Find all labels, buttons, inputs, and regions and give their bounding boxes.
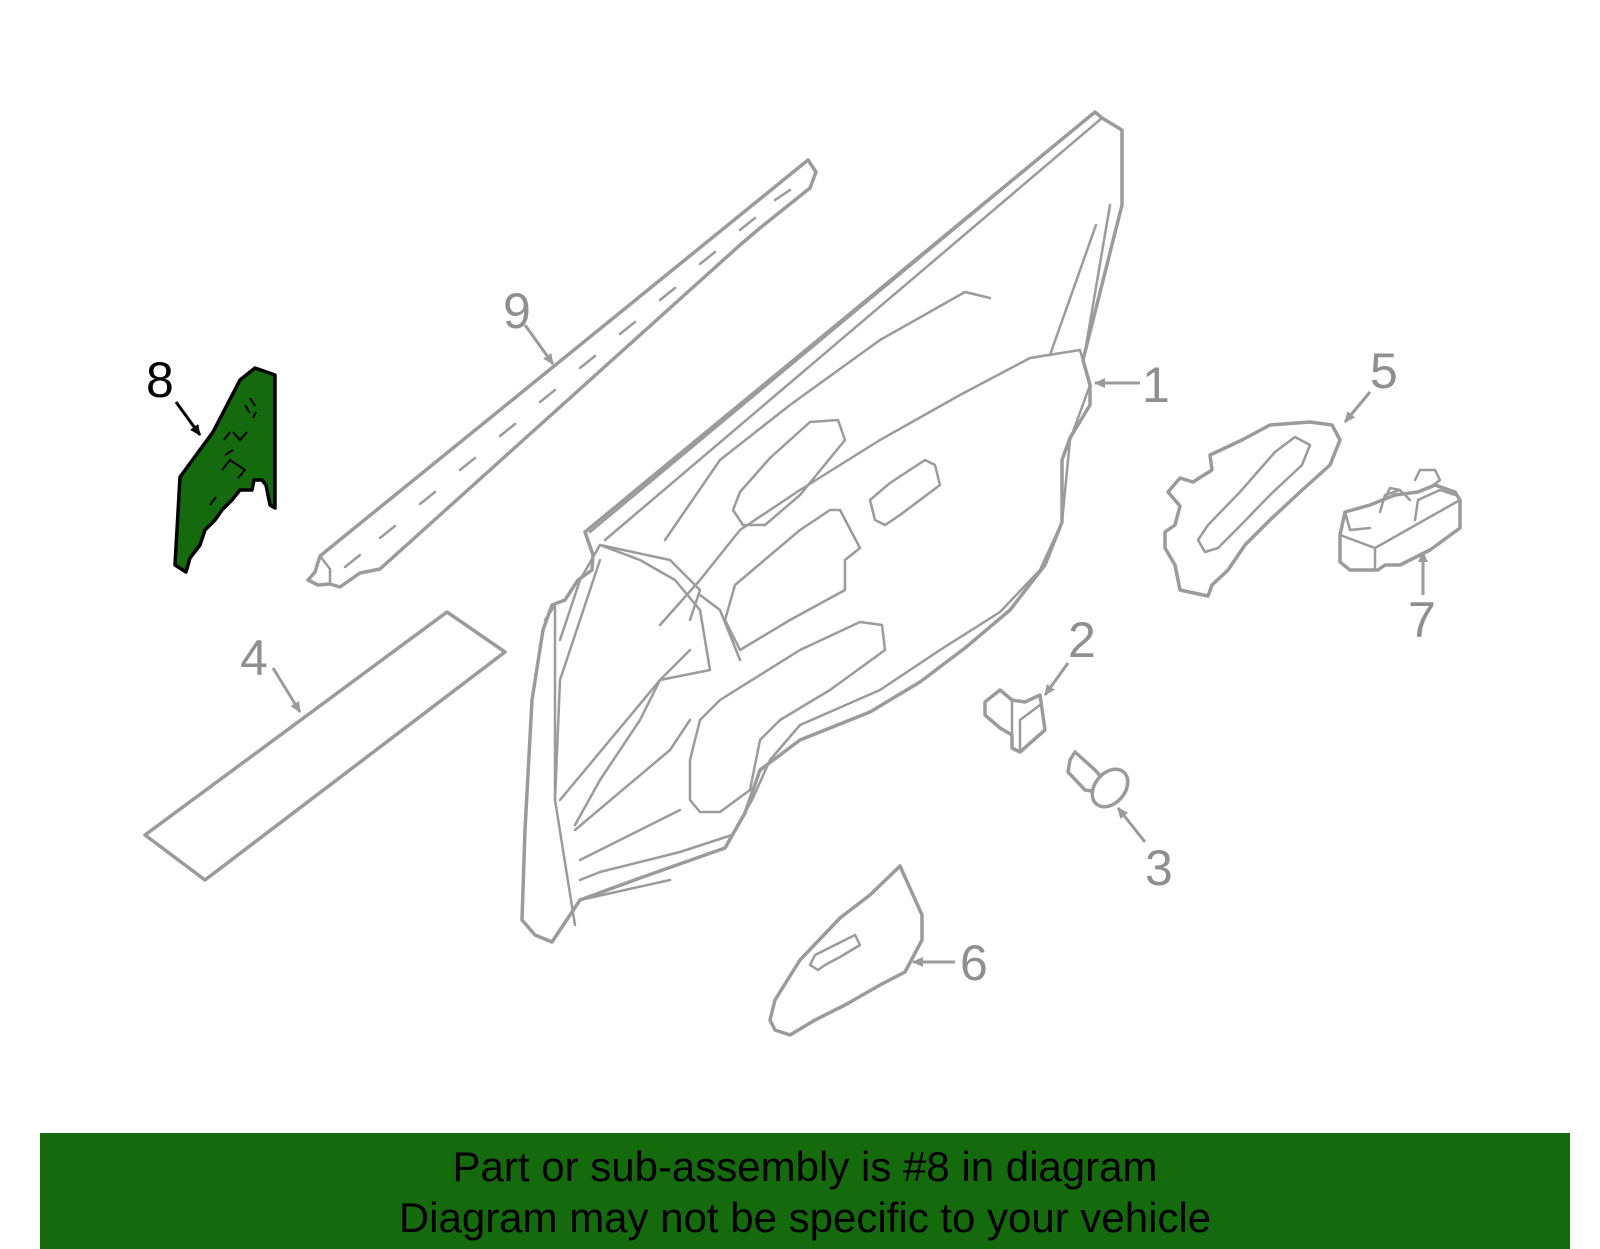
part-7-window-switch <box>1338 468 1462 572</box>
callout-3: 3 <box>1145 840 1173 896</box>
part-4-tape-strip <box>143 610 507 882</box>
banner-line-2: Diagram may not be specific to your vehi… <box>398 1194 1212 1241</box>
part-1-door-trim-panel <box>520 110 1124 944</box>
part-5-switch-bezel <box>1163 420 1342 598</box>
part-3-screw <box>1066 750 1130 809</box>
callout-1: 1 <box>1142 357 1170 413</box>
callout-8: 8 <box>146 352 174 408</box>
callout-5: 5 <box>1370 343 1398 399</box>
part-8-trim-piece-highlighted <box>173 366 277 574</box>
part-2-clip <box>983 688 1047 754</box>
callout-2: 2 <box>1068 612 1096 668</box>
info-banner: Part or sub-assembly is #8 in diagram Di… <box>40 1133 1570 1249</box>
callout-leaders <box>174 324 1428 967</box>
callout-6: 6 <box>960 935 988 991</box>
part-9-weatherstrip <box>306 158 818 589</box>
callout-7: 7 <box>1408 592 1436 648</box>
part-6-cover <box>768 864 924 1037</box>
callout-9: 9 <box>503 283 531 339</box>
banner-line-1: Part or sub-assembly is #8 in diagram <box>452 1143 1158 1190</box>
callout-4: 4 <box>240 630 268 686</box>
